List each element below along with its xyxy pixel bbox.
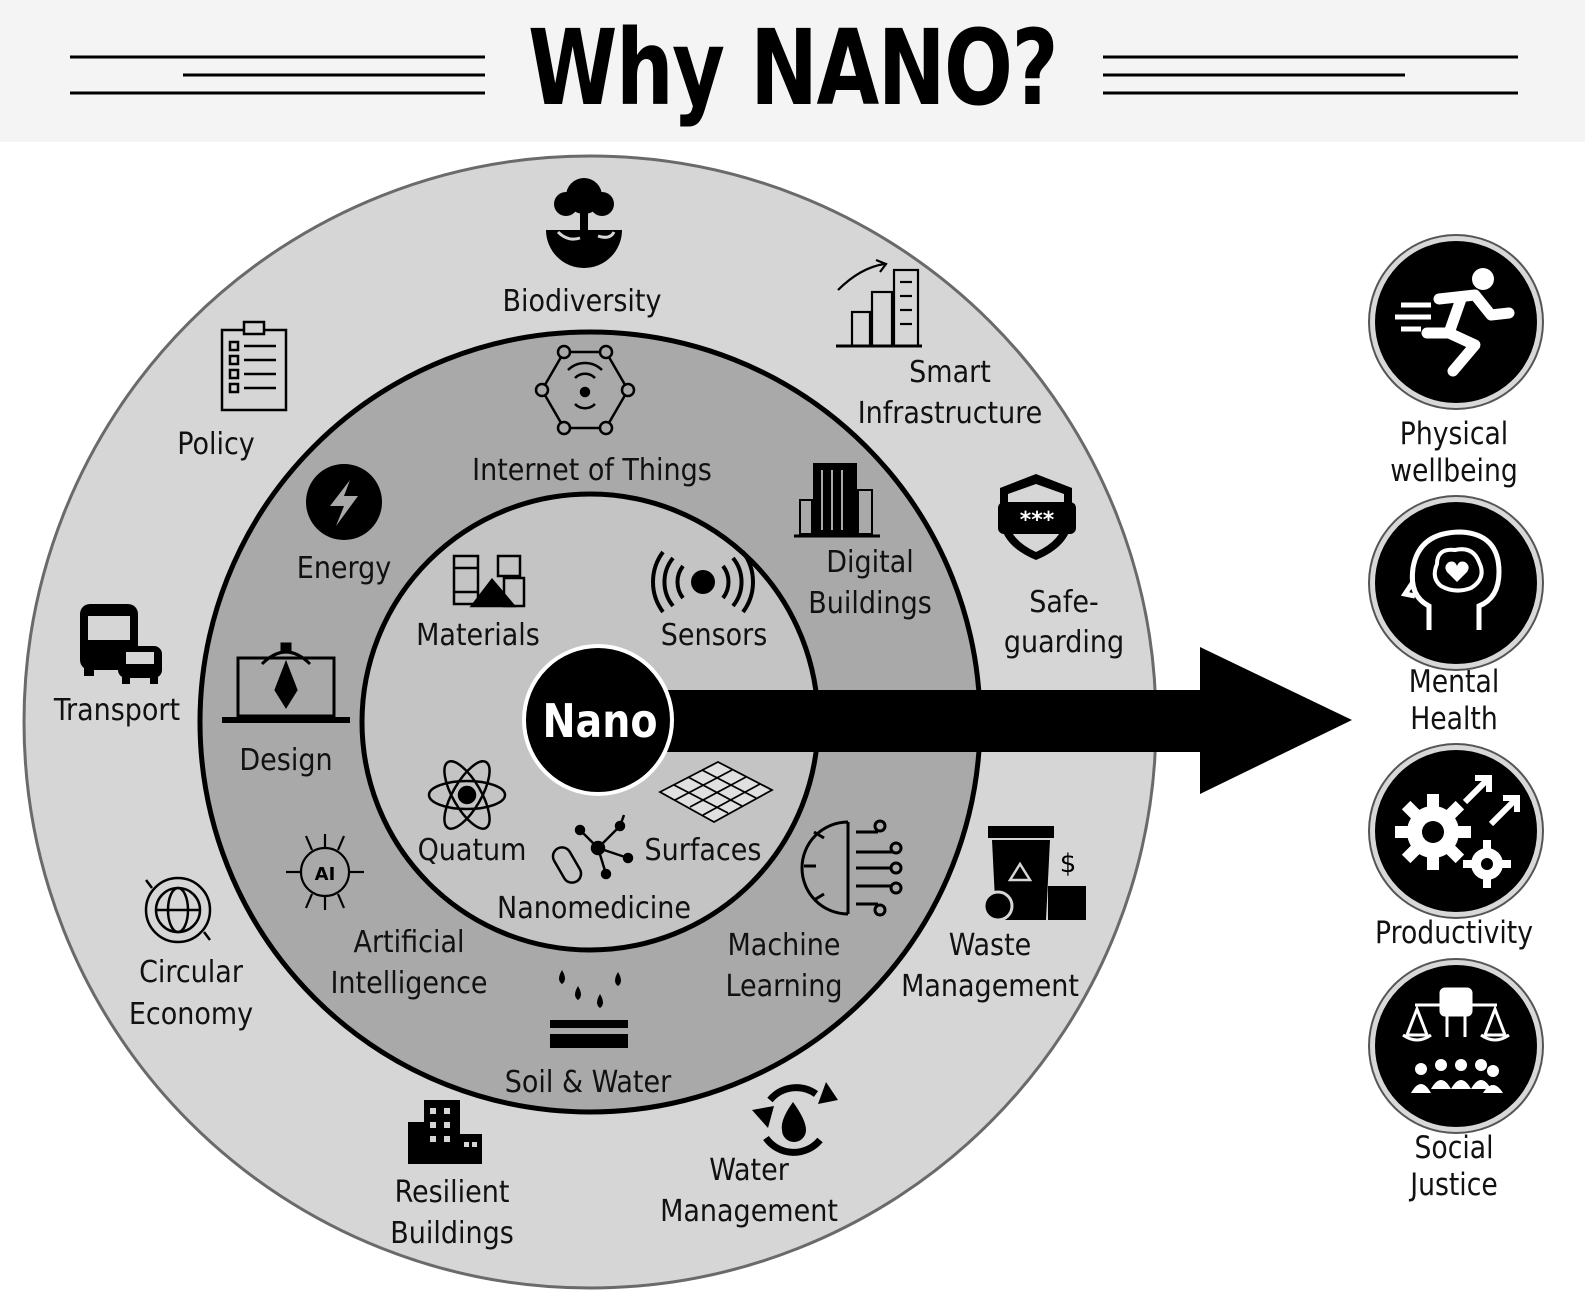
materials-label: Materials bbox=[416, 618, 540, 653]
title-decoration-lines bbox=[70, 55, 1518, 95]
smart-infrastructure-label-line1: Smart bbox=[909, 355, 991, 390]
digital-buildings-label-line2: Buildings bbox=[808, 586, 932, 621]
design-label: Design bbox=[239, 743, 332, 778]
ai-label-line2: Intelligence bbox=[330, 966, 487, 1001]
recycle-bin-icon: $ bbox=[982, 826, 1086, 922]
circular-economy-label-line1: Circular bbox=[139, 955, 244, 990]
productivity-label: Productivity bbox=[1359, 915, 1548, 952]
gears-arrows-icon bbox=[1395, 775, 1520, 888]
productivity-line1: Productivity bbox=[1374, 915, 1534, 951]
ai-label-line1: Artificial bbox=[353, 925, 464, 960]
tree-globe-icon bbox=[546, 178, 622, 268]
transport-label: Transport bbox=[53, 693, 180, 728]
gear-circuit-icon bbox=[800, 819, 903, 917]
globe-cycle-icon bbox=[144, 876, 212, 944]
waste-management-label-line1: Waste bbox=[949, 928, 1032, 963]
mental-health-label: Mental Health bbox=[1359, 664, 1548, 738]
pen-tool-icon bbox=[222, 642, 350, 723]
productivity-badge bbox=[1370, 745, 1542, 917]
svg-text:$: $ bbox=[1060, 849, 1077, 879]
mental-line1: Mental bbox=[1408, 664, 1500, 700]
energy-label: Energy bbox=[297, 551, 391, 586]
social-justice-label: Social Justice bbox=[1359, 1130, 1548, 1204]
physical-wellbeing-label: Physical wellbeing bbox=[1359, 416, 1548, 490]
social-line2: Justice bbox=[1410, 1167, 1498, 1203]
molecule-icon bbox=[551, 814, 634, 884]
biodiversity-label: Biodiversity bbox=[503, 284, 662, 319]
social-line1: Social bbox=[1414, 1130, 1494, 1166]
office-building-icon bbox=[408, 1100, 482, 1164]
surface-mesh-icon bbox=[658, 760, 774, 824]
iot-network-icon bbox=[534, 344, 636, 436]
svg-text:AI: AI bbox=[315, 864, 336, 885]
water-management-label-line2: Management bbox=[660, 1194, 838, 1229]
justice-fist-icon bbox=[1402, 987, 1510, 1093]
outcome-arrow bbox=[650, 647, 1352, 794]
soil-drops-icon bbox=[550, 970, 628, 1048]
bus-car-icon bbox=[80, 604, 162, 684]
center-label: Nano bbox=[542, 695, 657, 749]
resilient-buildings-label-line2: Buildings bbox=[390, 1216, 514, 1251]
quatum-label: Quatum bbox=[418, 833, 527, 868]
safeguarding-label-line1: Safe- bbox=[1029, 585, 1099, 620]
safeguarding-label-line2: guarding bbox=[1004, 625, 1124, 660]
city-growth-icon bbox=[836, 258, 922, 348]
iot-label: Internet of Things bbox=[472, 453, 712, 488]
physical-line2: wellbeing bbox=[1390, 453, 1518, 489]
smart-infrastructure-label-line2: Infrastructure bbox=[858, 396, 1043, 431]
atom-icon bbox=[427, 760, 507, 830]
circular-economy-label-line2: Economy bbox=[129, 997, 253, 1032]
svg-text:***: *** bbox=[1020, 508, 1055, 533]
surfaces-label: Surfaces bbox=[645, 833, 762, 868]
shield-password-icon: *** bbox=[998, 474, 1076, 560]
checklist-icon bbox=[220, 320, 288, 412]
policy-label: Policy bbox=[177, 427, 255, 462]
soil-water-label: Soil & Water bbox=[505, 1065, 672, 1100]
resilient-buildings-label-line1: Resilient bbox=[395, 1175, 510, 1210]
brain-heart-icon bbox=[1400, 529, 1502, 630]
running-person-icon bbox=[1395, 268, 1515, 377]
ai-chip-icon: AI bbox=[286, 834, 364, 910]
center-circle bbox=[522, 644, 674, 796]
header-band bbox=[0, 0, 1585, 142]
physical-wellbeing-badge bbox=[1370, 236, 1542, 408]
waste-management-label-line2: Management bbox=[901, 969, 1079, 1004]
digital-buildings-label-line1: Digital bbox=[826, 545, 914, 580]
ml-label-line2: Learning bbox=[725, 969, 842, 1004]
skyscraper-icon bbox=[794, 463, 880, 538]
mental-line2: Health bbox=[1410, 701, 1498, 737]
ml-label-line1: Machine bbox=[728, 928, 841, 963]
page-title: Why NANO? bbox=[528, 7, 1058, 129]
social-justice-badge bbox=[1370, 960, 1542, 1132]
signal-icon bbox=[651, 550, 755, 614]
water-cycle-icon bbox=[752, 1082, 838, 1156]
sensors-label: Sensors bbox=[661, 618, 768, 653]
lightning-icon bbox=[306, 464, 382, 540]
physical-line1: Physical bbox=[1399, 416, 1509, 452]
nanomedicine-label: Nanomedicine bbox=[497, 891, 691, 926]
materials-icon bbox=[452, 554, 526, 608]
mental-health-badge bbox=[1370, 497, 1542, 669]
water-management-label-line1: Water bbox=[709, 1153, 789, 1188]
